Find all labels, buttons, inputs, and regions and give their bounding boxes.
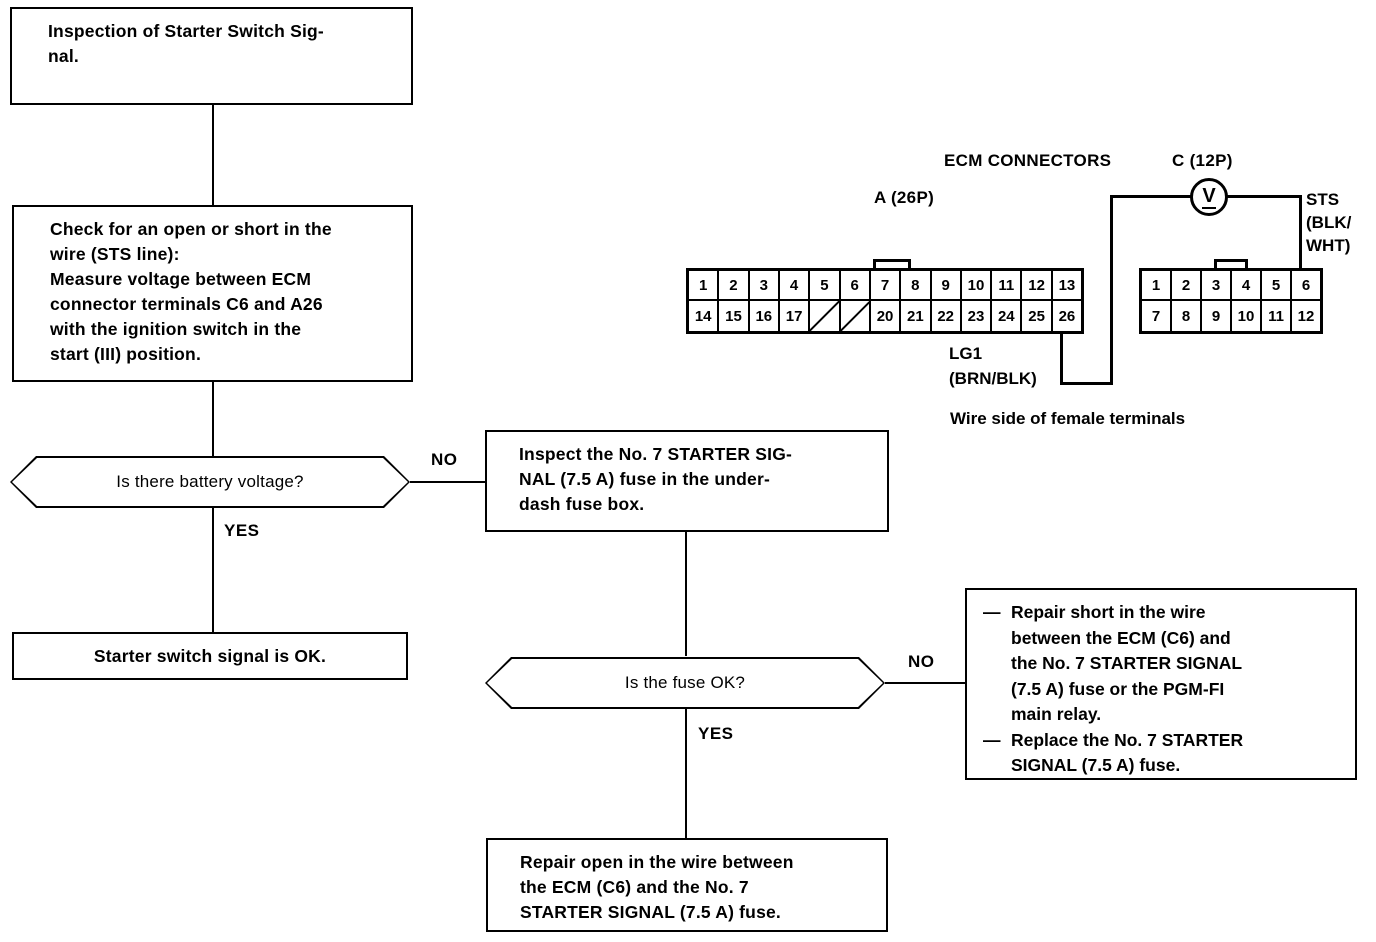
dash-bullet-icon: — <box>983 602 1001 622</box>
pin-cell: 3 <box>1202 271 1232 301</box>
connector-start-to-check <box>212 105 214 205</box>
wire-label-lg1: LG1 (BRN/BLK) <box>949 344 1037 388</box>
pin-cell: 4 <box>1232 271 1262 301</box>
decision-battery-voltage: Is there battery voltage? <box>10 456 410 508</box>
pin-cell: 4 <box>779 271 811 301</box>
pin-cell: 14 <box>689 301 720 331</box>
pin-cell: 12 <box>1292 301 1320 331</box>
decision-fuse-text: Is the fuse OK? <box>624 673 746 692</box>
inspect-fuse-box-text: Inspect the No. 7 STARTER SIG- NAL (7.5 … <box>519 444 793 514</box>
pin-cell: 7 <box>1142 301 1172 331</box>
decision-battery-fill <box>12 458 408 506</box>
pin-cell: 10 <box>961 271 993 301</box>
pin-cell: 26 <box>1052 301 1082 331</box>
wire-meter-left-lead <box>1110 195 1192 198</box>
pin-cell: 1 <box>689 271 720 301</box>
pin-cell: 10 <box>1232 301 1262 331</box>
pin-cell: 20 <box>870 301 902 331</box>
label-no-fuse: NO <box>908 652 935 671</box>
pin-cell: 3 <box>749 271 780 301</box>
pin-cell: 1 <box>1142 271 1172 301</box>
pin-cell: 5 <box>1262 271 1292 301</box>
pin-cell: 11 <box>992 271 1023 301</box>
decision-fuse-ok: Is the fuse OK? <box>485 657 885 709</box>
pin-cell: 15 <box>719 301 750 331</box>
label-no-battery: NO <box>431 450 458 469</box>
ok-box: Starter switch signal is OK. <box>12 632 408 680</box>
label-yes-fuse: YES <box>698 724 734 743</box>
connector-decision-battery-no <box>410 481 486 483</box>
pin-cell: 21 <box>901 301 932 331</box>
pin-cell: 2 <box>1172 271 1202 301</box>
wire-lg1-run <box>1060 382 1113 385</box>
connector-a-pin-grid: 1 2 3 4 5 6 7 8 9 10 11 12 13 14 15 16 1… <box>686 268 1084 334</box>
list-item: — Repair short in the wire between the E… <box>983 600 1345 728</box>
pin-cell: 24 <box>992 301 1023 331</box>
list-item-text: Repair short in the wire between the ECM… <box>1011 602 1243 724</box>
connector-c-label: C (12P) <box>1172 151 1233 170</box>
pin-cell: 13 <box>1052 271 1082 301</box>
ecm-connectors-heading: ECM CONNECTORS <box>944 151 1112 170</box>
repair-short-box: — Repair short in the wire between the E… <box>965 588 1357 780</box>
wire-sts-drop <box>1299 195 1302 270</box>
ok-box-text: Starter switch signal is OK. <box>93 645 327 666</box>
connector-a-label: A (26P) <box>874 188 935 207</box>
pin-cell: 7 <box>870 271 902 301</box>
wire-lg1-riser <box>1110 195 1113 385</box>
pin-cell: 2 <box>719 271 750 301</box>
pin-cell: 8 <box>901 271 932 301</box>
connector-c-pin-grid: 1 2 3 4 5 6 7 8 9 10 11 12 <box>1139 268 1323 334</box>
connector-check-to-decision <box>212 382 214 456</box>
pin-cell: 22 <box>931 301 962 331</box>
connector-c-row-bottom: 7 8 9 10 11 12 <box>1142 301 1320 331</box>
pin-cell: 17 <box>779 301 811 331</box>
list-item-text: Replace the No. 7 STARTER SIGNAL (7.5 A)… <box>1011 729 1244 776</box>
pin-cell: 8 <box>1172 301 1202 331</box>
wire-label-sts: STS (BLK/ WHT) <box>1306 190 1352 255</box>
decision-battery-text: Is there battery voltage? <box>116 472 304 491</box>
connector-c-row-top: 1 2 3 4 5 6 <box>1142 271 1320 301</box>
connector-a-row-bottom: 14 15 16 17 20 21 22 23 24 25 26 <box>689 301 1082 331</box>
pin-cell: 23 <box>961 301 993 331</box>
decision-fuse-fill <box>487 659 883 707</box>
connector-decision-battery-yes <box>212 508 214 632</box>
repair-open-box: Repair open in the wire between the ECM … <box>486 838 888 932</box>
start-box: Inspection of Starter Switch Sig- nal. <box>10 7 413 105</box>
check-box: Check for an open or short in the wire (… <box>12 205 413 382</box>
label-yes-battery: YES <box>224 521 260 540</box>
pin-cell: 6 <box>1292 271 1320 301</box>
pin-cell: 6 <box>840 271 871 301</box>
pin-cell-blank <box>810 301 841 331</box>
pin-cell-blank <box>840 301 871 331</box>
list-item: — Replace the No. 7 STARTER SIGNAL (7.5 … <box>983 728 1345 779</box>
voltmeter-icon: V <box>1190 178 1228 216</box>
voltmeter-symbol: V <box>1202 184 1216 209</box>
pin-cell: 9 <box>931 271 962 301</box>
connector-decision-fuse-yes <box>685 709 687 838</box>
pin-cell: 12 <box>1022 271 1053 301</box>
wire-meter-right-lead <box>1226 195 1302 198</box>
dash-bullet-icon: — <box>983 729 1001 750</box>
pin-cell: 11 <box>1262 301 1292 331</box>
start-box-text: Inspection of Starter Switch Sig- nal. <box>48 21 324 66</box>
connector-fuse-box-to-decision <box>685 532 687 656</box>
pin-cell: 5 <box>810 271 841 301</box>
repair-open-box-text: Repair open in the wire between the ECM … <box>520 852 794 922</box>
wire-pin26-drop <box>1060 334 1063 385</box>
pin-cell: 16 <box>749 301 780 331</box>
pin-cell: 25 <box>1022 301 1053 331</box>
pin-cell: 9 <box>1202 301 1232 331</box>
check-box-text: Check for an open or short in the wire (… <box>50 219 332 364</box>
connector-decision-fuse-no <box>885 682 965 684</box>
wire-side-caption: Wire side of female terminals <box>950 409 1186 428</box>
connector-a-row-top: 1 2 3 4 5 6 7 8 9 10 11 12 13 <box>689 271 1082 301</box>
inspect-fuse-box: Inspect the No. 7 STARTER SIG- NAL (7.5 … <box>485 430 889 532</box>
